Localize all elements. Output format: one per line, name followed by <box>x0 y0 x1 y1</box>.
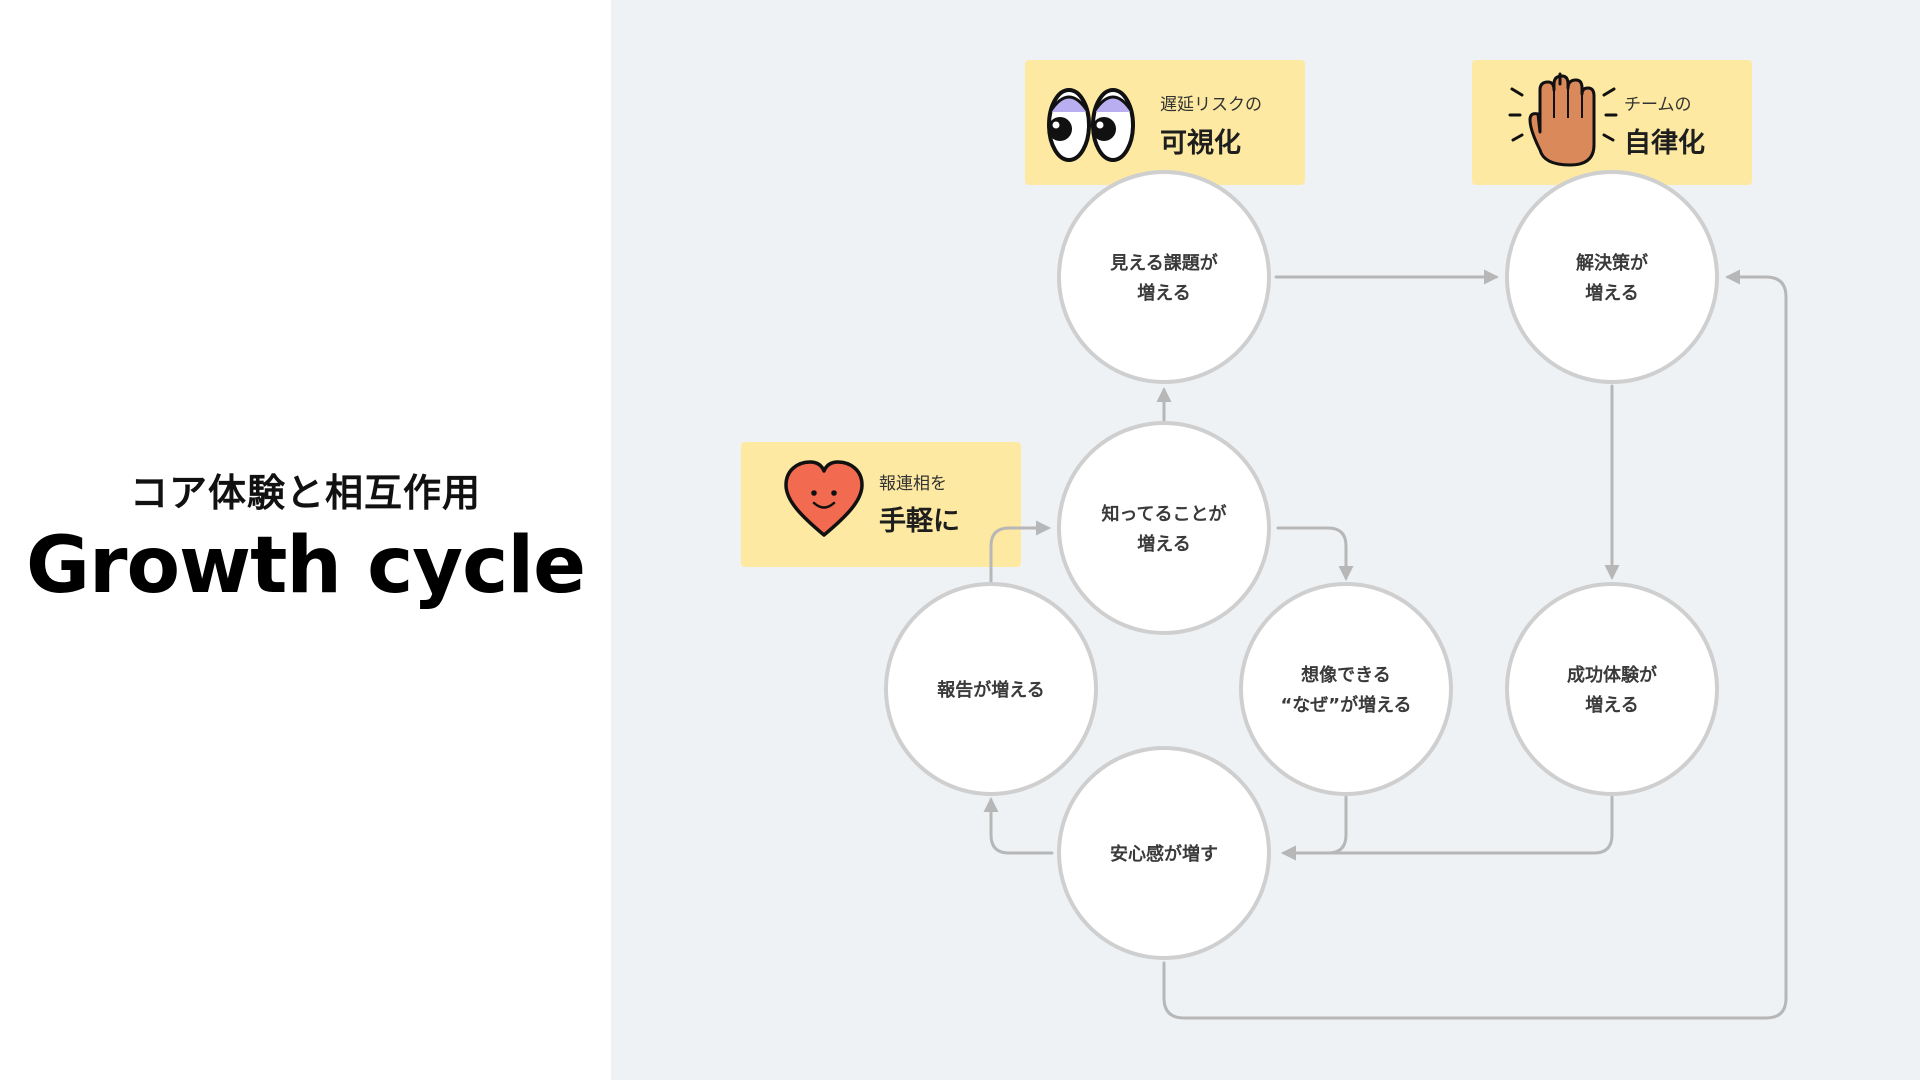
node-solutions-line1: 解決策が <box>1576 252 1648 274</box>
node-visible-issues-line2: 増える <box>1137 282 1190 304</box>
node-safety-line1: 安心感が増す <box>1110 843 1218 865</box>
page-subtitle: コア体験と相互作用 <box>129 471 481 515</box>
node-imaginable-why-line2: “なぜ”が増える <box>1280 694 1411 716</box>
title-block: コア体験と相互作用 Growth cycle <box>0 468 611 614</box>
arrow-safety-to-reports <box>983 797 1054 855</box>
node-visible-issues: 見える課題が 増える <box>1057 170 1271 384</box>
badge-casual-small: 報連相を <box>879 474 947 494</box>
badge-casual: 報連相を 手軽に <box>741 442 1021 567</box>
arrow-knowledge-to-why <box>1276 526 1354 581</box>
node-solutions-line2: 増える <box>1585 282 1638 304</box>
badge-autonomy: チームの 自律化 <box>1472 60 1752 185</box>
cycle-arrows <box>983 269 1788 1020</box>
arrow-success-to-safety <box>1281 795 1614 861</box>
title-panel: コア体験と相互作用 Growth cycle <box>0 0 611 1080</box>
node-reports-line1: 報告が増える <box>937 679 1044 701</box>
badge-visibility: 遅延リスクの 可視化 <box>1025 60 1305 185</box>
node-visible-issues-line1: 見える課題が <box>1109 252 1217 274</box>
node-success-line1: 成功体験が <box>1567 664 1657 686</box>
eyes-icon <box>1047 88 1135 162</box>
raised-hand-icon <box>1508 72 1618 167</box>
page-title: Growth cycle <box>25 521 586 611</box>
node-imaginable-why: 想像できる “なぜ”が増える <box>1239 582 1453 796</box>
badge-autonomy-small: チームの <box>1624 95 1692 115</box>
node-success: 成功体験が 増える <box>1505 582 1719 796</box>
arrow-why-to-safety <box>1281 795 1348 861</box>
badge-autonomy-big: 自律化 <box>1624 127 1705 159</box>
node-reports: 報告が増える <box>884 582 1098 796</box>
node-solutions: 解決策が 増える <box>1505 170 1719 384</box>
smiling-heart-icon <box>784 460 864 537</box>
arrow-reports-to-knowledge <box>989 520 1051 585</box>
node-imaginable-why-line1: 想像できる <box>1301 664 1391 686</box>
node-knowledge: 知ってることが 増える <box>1057 421 1271 635</box>
node-knowledge-line1: 知ってることが <box>1101 503 1226 525</box>
node-success-line2: 増える <box>1585 694 1638 716</box>
arrow-safety-to-solutions <box>1162 269 1788 1020</box>
badge-visibility-big: 可視化 <box>1160 128 1241 159</box>
badge-visibility-small: 遅延リスクの <box>1160 95 1262 115</box>
node-safety: 安心感が増す <box>1057 746 1271 960</box>
badge-casual-big: 手軽に <box>879 506 960 537</box>
node-knowledge-line2: 増える <box>1137 533 1190 555</box>
